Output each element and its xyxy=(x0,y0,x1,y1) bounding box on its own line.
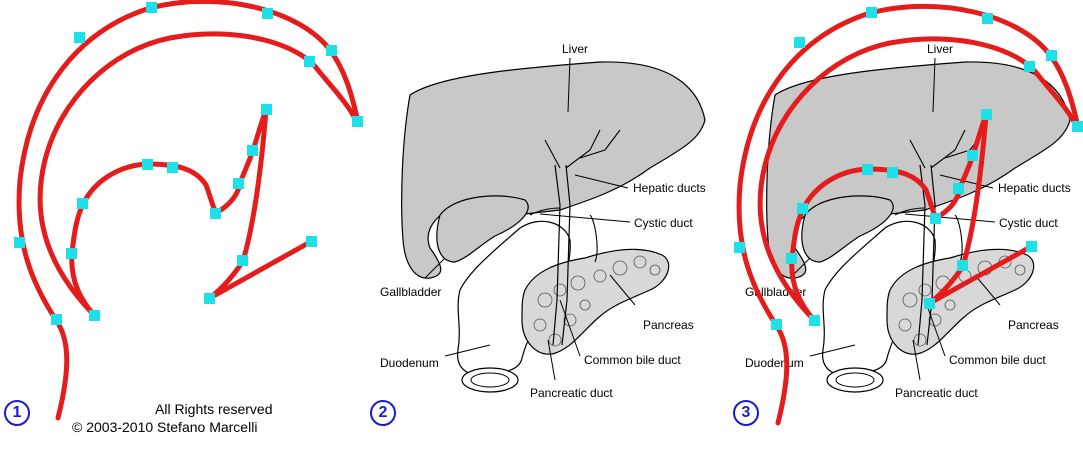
panel-number-2: 2 xyxy=(370,400,396,426)
label-liver: Liver xyxy=(562,42,588,56)
label-duodenum: Duodenum xyxy=(380,356,439,370)
label-duodenum: Duodenum xyxy=(745,356,804,370)
panel-1-curves xyxy=(14,1,363,418)
panel-number-3: 3 xyxy=(733,400,759,426)
panel-number-1: 1 xyxy=(4,400,30,426)
panel-3-overlay: Liver Hepatic ducts Cystic duct Gallblad… xyxy=(734,6,1083,423)
label-hepatic-ducts: Hepatic ducts xyxy=(633,181,706,195)
label-liver: Liver xyxy=(927,42,953,56)
label-cystic-duct: Cystic duct xyxy=(634,216,693,230)
copyright-line-1: All Rights reserved xyxy=(155,401,273,417)
label-common-bile-duct: Common bile duct xyxy=(584,353,681,367)
label-gallbladder: Gallbladder xyxy=(380,285,441,299)
copyright-line-2: © 2003-2010 Stefano Marcelli xyxy=(72,419,258,435)
label-common-bile-duct: Common bile duct xyxy=(949,353,1046,367)
label-pancreas: Pancreas xyxy=(1008,318,1059,332)
label-cystic-duct: Cystic duct xyxy=(999,216,1058,230)
label-pancreas: Pancreas xyxy=(643,318,694,332)
label-pancreatic-duct: Pancreatic duct xyxy=(895,386,978,400)
panel-2-anatomy: Liver Hepatic ducts Cystic duct Gallblad… xyxy=(380,42,706,400)
label-pancreatic-duct: Pancreatic duct xyxy=(530,386,613,400)
label-hepatic-ducts: Hepatic ducts xyxy=(998,181,1071,195)
